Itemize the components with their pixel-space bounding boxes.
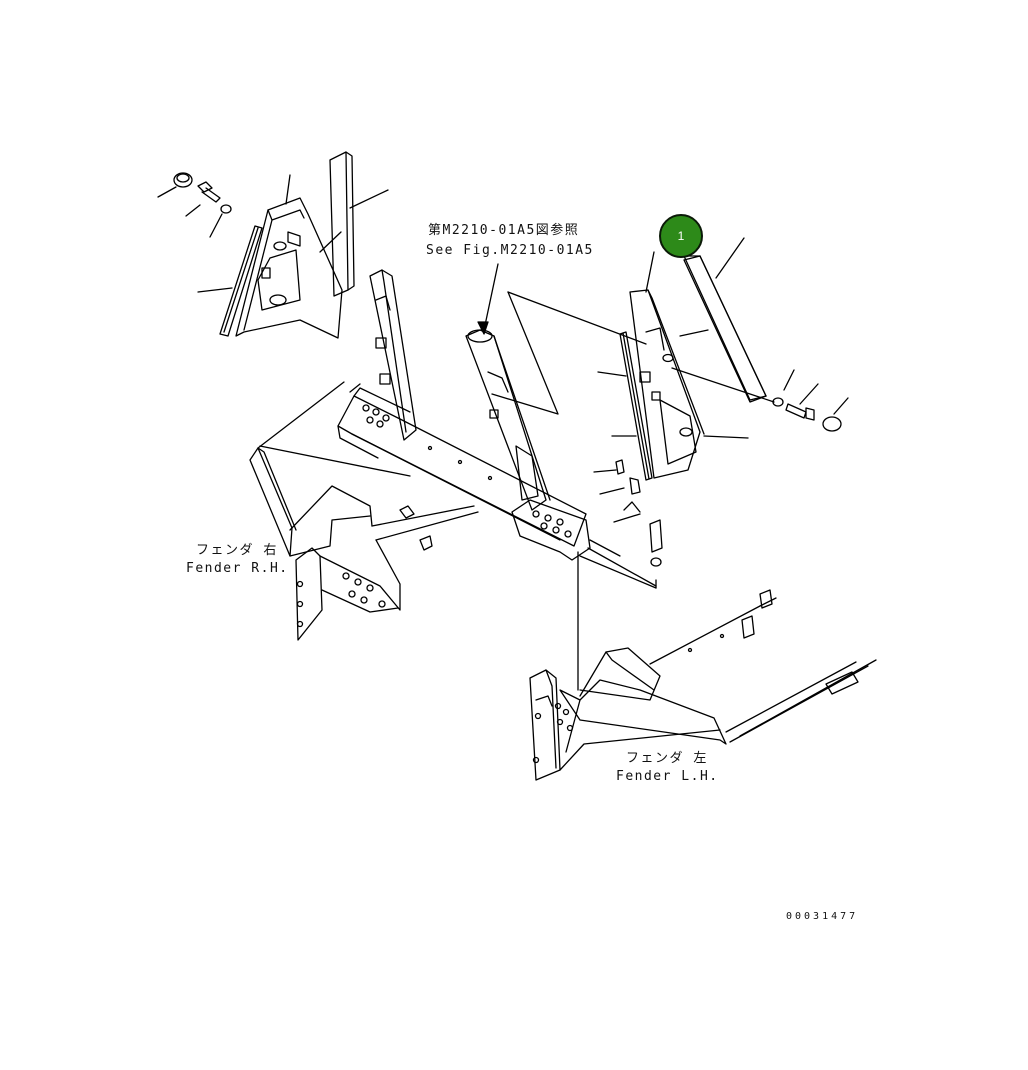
fender-lh-label-en: Fender L.H. xyxy=(616,769,719,784)
left-cover-assembly xyxy=(157,151,389,339)
reference-label-jp: 第M2210-01A5図参照 xyxy=(428,223,580,238)
reference-label-en: See Fig.M2210-01A5 xyxy=(426,243,594,258)
main-frame xyxy=(257,269,657,589)
callout-1-marker[interactable]: 1 xyxy=(659,214,703,258)
fender-rh xyxy=(249,445,479,641)
fender-lh-label-jp: フェンダ 左 xyxy=(626,751,708,766)
fender-rh-label-en: Fender R.H. xyxy=(186,561,289,576)
fender-rh-label-jp: フェンダ 右 xyxy=(196,543,278,558)
part-code-label: 00031477 xyxy=(786,911,859,922)
right-cover-assembly xyxy=(587,237,849,587)
fender-lh xyxy=(529,551,877,781)
